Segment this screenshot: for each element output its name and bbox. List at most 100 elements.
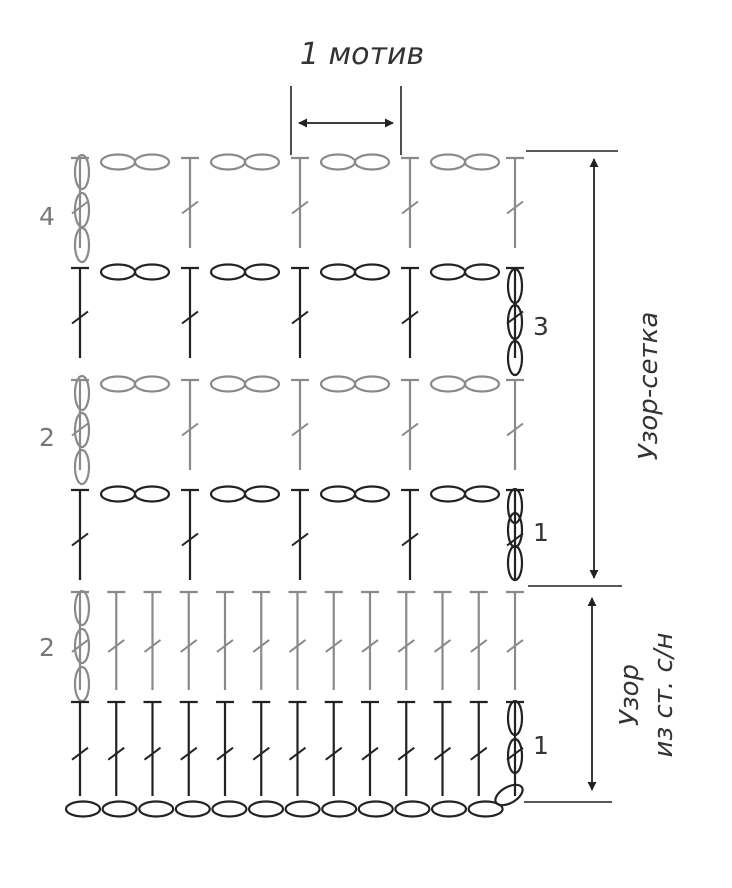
motif-indicator: 1 мотив [290,37,424,155]
dc-stitch-mark [180,639,198,653]
turning-chain-symbol [506,737,524,775]
dc-stitch-mark [401,532,419,547]
mesh-row-3 [71,263,524,377]
dc-stitch-mark [181,200,199,215]
chain-stitch-symbol [64,800,102,818]
dc-stitch-symbol [181,378,199,470]
dc-stitch-mark [325,639,343,653]
dc-stitch-symbol [179,590,198,690]
dc-stitch-mark [216,746,234,761]
dc-stitch-symbol [71,156,89,248]
dc-stitch-mark [291,422,309,437]
dc-stitch-symbol [181,156,199,248]
dc-stitch-mark [470,639,488,653]
dc-stitch-mark [433,639,452,653]
turning-chain-symbol [73,589,91,627]
chain-stitch-symbol [429,485,467,503]
dc-stitch-symbol [181,488,199,580]
dc-stitch-mark [252,639,270,653]
mesh-section-indicator: Узор-сетка [526,150,664,587]
turning-chain-symbol [506,303,524,341]
chain-stitch-symbol [247,800,285,818]
dc-stitch-symbol [361,590,379,690]
chain-stitch-symbol [319,485,357,503]
chain-stitch-symbol [243,485,281,503]
dc-stitch-mark [401,310,419,325]
dc-stitch-symbol [506,378,524,470]
chain-stitch-symbol [243,375,281,393]
mesh-section-label: Узор-сетка [634,312,664,461]
dc-stitch-symbol [469,700,488,796]
mesh-row-3-label: 3 [533,312,549,341]
turning-chain-symbol [73,627,91,665]
foundation-turning-chain [494,783,524,807]
dc-row-1 [71,699,524,796]
dc-stitch-symbol [216,700,234,796]
turning-chain-symbol [73,665,91,703]
dc-stitch-mark [397,746,415,761]
chain-stitch-symbol [467,800,504,818]
chain-stitch-symbol [463,153,501,171]
dc-stitch-mark [107,746,125,761]
dc-stitch-mark [143,639,162,653]
dc-stitch-mark [71,532,89,547]
chain-stitch-symbol [99,485,137,503]
mesh-row-1-label: 1 [533,518,549,547]
chain-stitch-symbol [174,800,211,818]
chain-stitch-symbol [353,485,391,503]
dc-section-label-line2: из ст. с/н [649,632,679,757]
chain-stitch-symbol [429,153,467,171]
dc-stitch-mark [252,746,270,761]
dc-stitch-symbol [401,266,419,358]
chain-stitch-symbol [133,263,171,281]
turning-chain-symbol [506,544,524,582]
dc-stitch-symbol [324,700,343,796]
chain-stitch-symbol [429,263,467,281]
turning-chain-symbol [73,374,91,412]
dc-stitch-symbol [288,590,307,690]
dc-section-indicator: Узор из ст. с/н [524,597,679,803]
dc-stitch-symbol [401,378,419,470]
dc-stitch-mark [506,639,524,653]
dc-stitch-mark [291,200,309,215]
dc-stitch-symbol [506,590,524,690]
mesh-row-2-label: 2 [39,423,55,452]
dc-stitch-symbol [291,266,309,358]
dc-stitch-symbol [401,156,419,248]
dc-stitch-symbol [291,378,309,470]
dc-stitch-symbol [252,590,271,690]
dc-stitch-mark [397,639,415,653]
dc-section-label-line1: Узор [615,664,645,726]
dc-stitch-symbol [252,700,271,796]
chain-stitch-symbol [133,153,171,171]
dc-stitch-mark [71,310,89,325]
turning-chain-symbol [73,448,91,486]
dc-stitch-symbol [107,700,126,796]
dc-stitch-symbol [181,266,199,358]
chain-stitch-symbol [99,153,137,171]
dc-stitch-mark [216,639,234,653]
chain-stitch-symbol [133,485,171,503]
turning-chain-symbol [506,339,524,377]
dc-row-1-label: 1 [533,731,549,760]
dc-stitch-symbol [397,700,416,796]
chain-stitch-symbol [463,263,501,281]
dc-stitch-mark [181,310,199,325]
chain-stitch-symbol [243,263,281,281]
row-labels: 4 3 2 1 2 1 [39,202,549,760]
foundation-chain-row [64,783,524,818]
chain-stitch-symbol [243,153,281,171]
dc-stitch-mark [401,422,419,437]
chain-stitch-symbol [357,800,394,818]
dc-stitch-mark [401,200,419,215]
turning-chain-symbol [506,487,524,525]
dc-stitch-symbol [324,590,343,690]
chain-stitch-symbol [209,375,247,393]
dc-stitch-mark [506,200,524,215]
chain-stitch-symbol [211,800,248,818]
dc-row-2-label: 2 [39,633,55,662]
chain-stitch-symbol [394,800,431,818]
dc-row-2 [71,589,524,703]
chain-stitch-symbol [133,375,171,393]
